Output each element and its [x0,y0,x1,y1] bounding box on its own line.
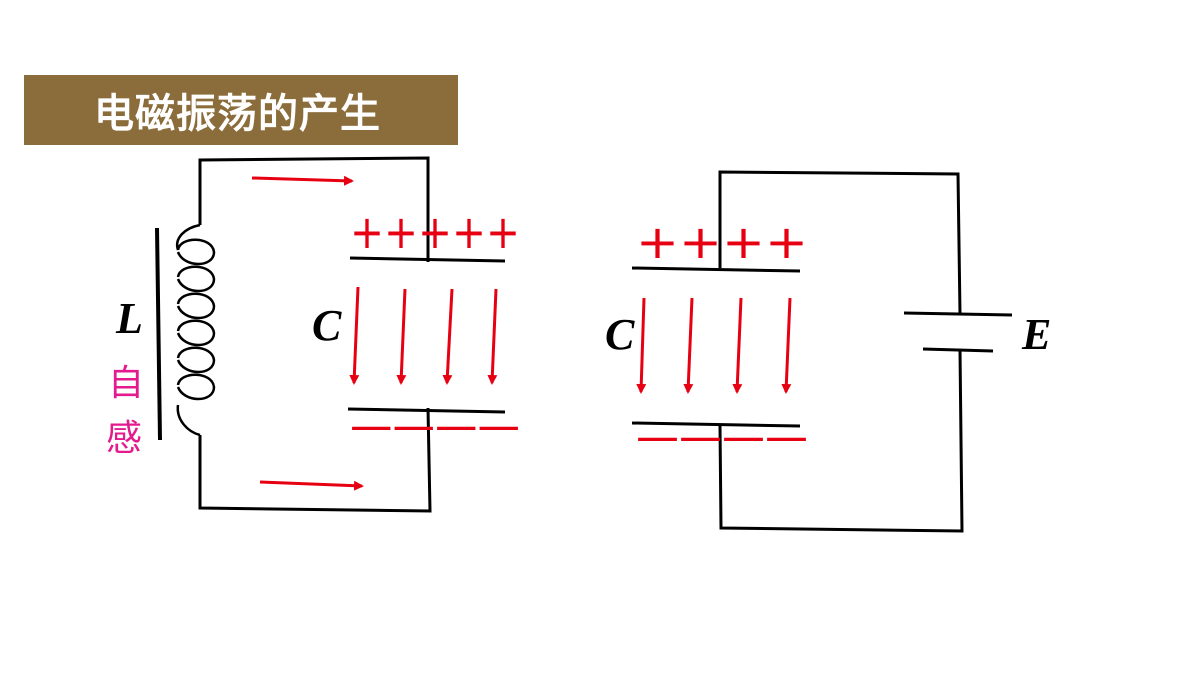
battery-label: E [1021,310,1051,359]
capacitor-icon [347,256,506,414]
page-title: 电磁振荡的产生 [94,91,381,137]
left-wire-bottom [198,407,432,513]
right-capacitor-icon [631,266,801,428]
battery-icon [903,311,1013,353]
left-bottom-charge: ———— [350,398,520,452]
inductor-coil-icon [175,223,216,437]
right-capacitor-label: C [605,310,635,359]
left-wire-top [198,156,430,262]
right-wire-top [718,170,962,315]
left-top-charge: +++++ [350,205,520,259]
right-field-arrow-icon [636,297,792,394]
self-induction-char-2: 感 [106,418,142,459]
field-arrow-icon [349,286,498,385]
left-circuit [155,156,432,513]
inductor-core [155,227,162,441]
left-capacitor-label: C [312,301,342,350]
right-top-charge: ++++ [636,215,808,269]
title-bar: 电磁振荡的产生 [24,75,458,145]
current-arrow-icon [251,175,364,491]
inductor-label: L [115,294,143,343]
right-wire-bottom [718,349,964,533]
right-circuit [718,170,964,533]
right-bottom-charge: ———— [636,409,808,463]
self-induction-char-1: 自 [108,363,144,404]
